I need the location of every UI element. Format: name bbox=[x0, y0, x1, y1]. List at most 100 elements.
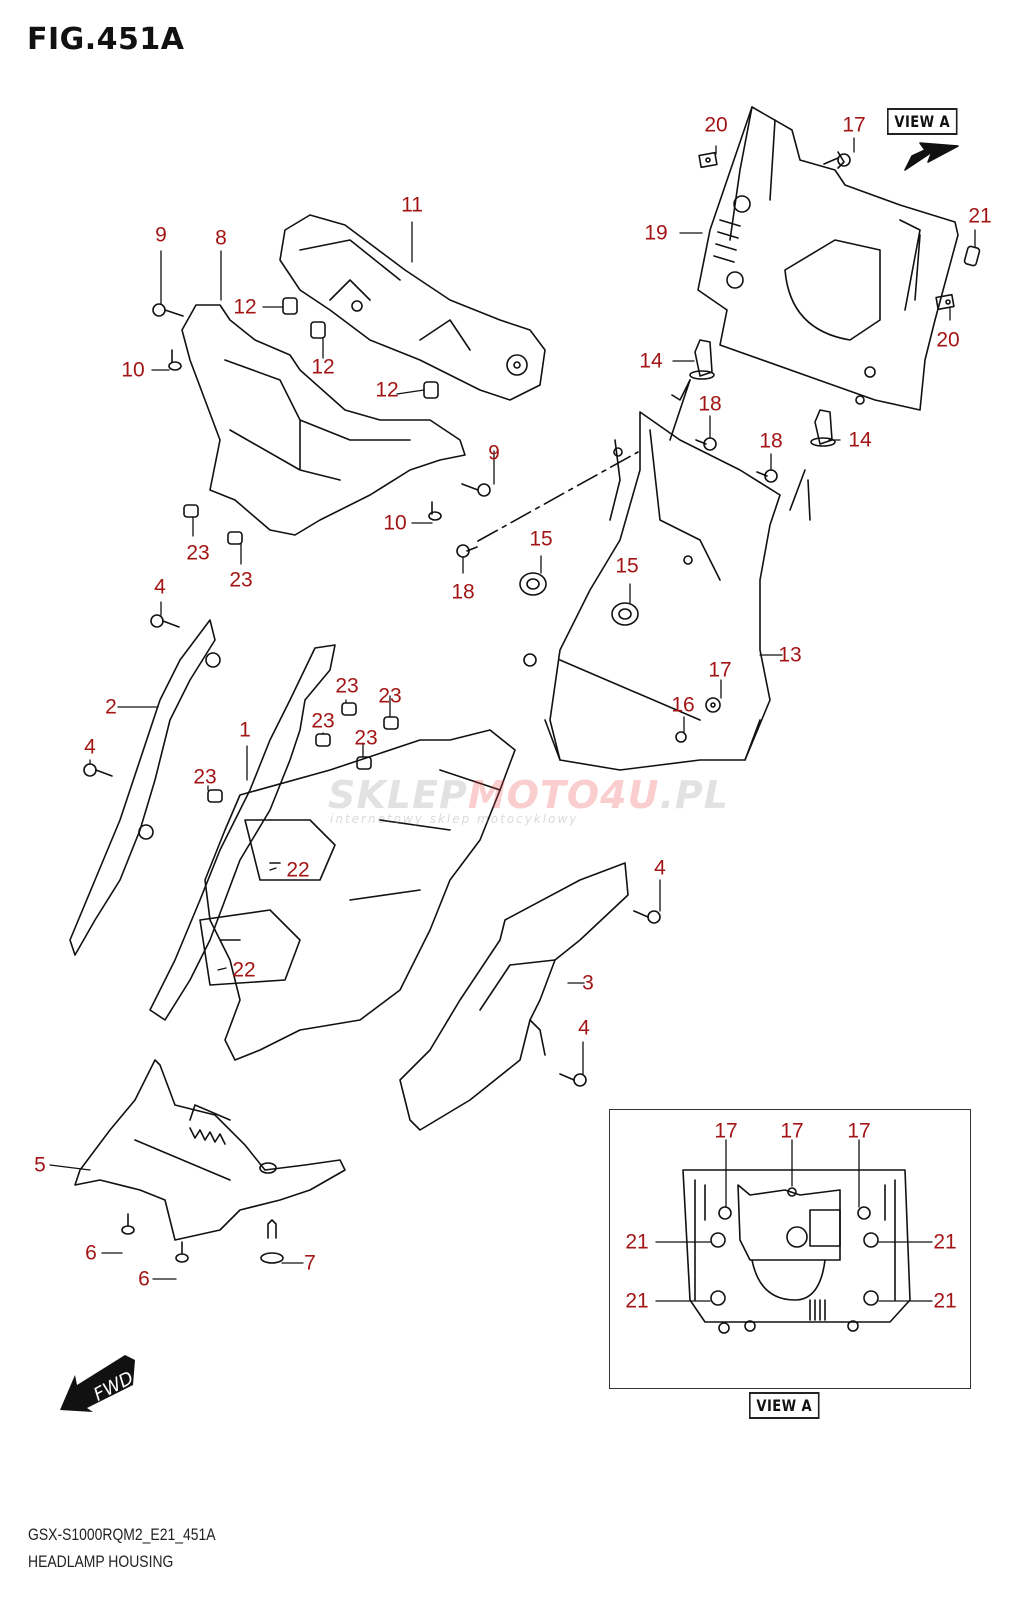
part-16-nut[interactable] bbox=[675, 731, 687, 743]
callout-8[interactable]: 8 bbox=[215, 226, 227, 250]
fwd-arrow-icon: FWD bbox=[60, 1355, 137, 1412]
callout-18[interactable]: 18 bbox=[759, 429, 783, 453]
callout-18[interactable]: 18 bbox=[451, 580, 475, 604]
part-10-pin-b[interactable] bbox=[428, 501, 442, 521]
part-12-clip-b[interactable] bbox=[310, 321, 326, 339]
part-14-pin-b[interactable] bbox=[810, 409, 836, 447]
callout-20[interactable]: 20 bbox=[704, 113, 728, 137]
part-15-grommet-b[interactable] bbox=[611, 602, 639, 626]
part-8-duct[interactable] bbox=[181, 304, 466, 536]
part-23-cap-b[interactable] bbox=[227, 531, 243, 545]
callout-9[interactable]: 9 bbox=[155, 223, 167, 247]
part-4-bolt-c[interactable] bbox=[633, 910, 661, 924]
callout-12[interactable]: 12 bbox=[375, 378, 399, 402]
part-23-cap-c[interactable] bbox=[207, 789, 223, 803]
callout-6[interactable]: 6 bbox=[138, 1267, 150, 1291]
callout-12[interactable]: 12 bbox=[311, 355, 335, 379]
inset-callout-21[interactable]: 21 bbox=[625, 1289, 649, 1313]
part-20-clip-upper[interactable] bbox=[698, 151, 718, 169]
inset-callout-21[interactable]: 21 bbox=[933, 1289, 957, 1313]
part-10-pin-a[interactable] bbox=[168, 349, 182, 371]
callout-4[interactable]: 4 bbox=[154, 575, 166, 599]
part-18-screw-c[interactable] bbox=[456, 544, 478, 558]
assembly-dashed-line bbox=[477, 451, 639, 542]
callout-4[interactable]: 4 bbox=[84, 735, 96, 759]
part-14-pin-a[interactable] bbox=[689, 339, 715, 380]
callout-1[interactable]: 1 bbox=[239, 718, 251, 742]
callout-23[interactable]: 23 bbox=[193, 765, 217, 789]
part-18-screw-a[interactable] bbox=[695, 437, 717, 451]
watermark-part2: MOTO4U bbox=[467, 773, 660, 817]
part-4-bolt-b[interactable] bbox=[83, 763, 113, 777]
callout-2[interactable]: 2 bbox=[105, 695, 117, 719]
callout-18[interactable]: 18 bbox=[698, 392, 722, 416]
callout-17[interactable]: 17 bbox=[842, 113, 866, 137]
part-23-cap-a[interactable] bbox=[183, 504, 199, 518]
part-23-cap-d[interactable] bbox=[315, 733, 331, 747]
inset-callout-21[interactable]: 21 bbox=[625, 1230, 649, 1254]
part-11-bracket[interactable] bbox=[279, 214, 546, 401]
part-21-nut[interactable] bbox=[963, 245, 981, 267]
figure-title: FIG.451A bbox=[27, 22, 185, 57]
part-6-screw-b[interactable] bbox=[175, 1241, 189, 1263]
callout-16[interactable]: 16 bbox=[671, 693, 695, 717]
callout-3[interactable]: 3 bbox=[582, 971, 594, 995]
callout-23[interactable]: 23 bbox=[186, 541, 210, 565]
inset-callout-17[interactable]: 17 bbox=[847, 1119, 871, 1143]
callout-9[interactable]: 9 bbox=[488, 441, 500, 465]
callout-23[interactable]: 23 bbox=[354, 726, 378, 750]
callout-13[interactable]: 13 bbox=[778, 643, 802, 667]
part-9-bolt-b[interactable] bbox=[461, 483, 491, 497]
callout-14[interactable]: 14 bbox=[639, 349, 663, 373]
part-23-cap-g[interactable] bbox=[383, 716, 399, 730]
inset-callout-17[interactable]: 17 bbox=[780, 1119, 804, 1143]
part-12-clip-a[interactable] bbox=[282, 297, 298, 315]
part-20-clip-lower[interactable] bbox=[935, 293, 955, 311]
part-12-clip-c[interactable] bbox=[423, 381, 439, 399]
inset-callout-21[interactable]: 21 bbox=[933, 1230, 957, 1254]
part-15-grommet-a[interactable] bbox=[519, 572, 547, 596]
part-4-bolt-a[interactable] bbox=[150, 614, 180, 628]
callout-12[interactable]: 12 bbox=[233, 295, 257, 319]
callout-14[interactable]: 14 bbox=[848, 428, 872, 452]
callout-21[interactable]: 21 bbox=[968, 204, 992, 228]
callout-19[interactable]: 19 bbox=[644, 221, 668, 245]
inset-callout-17[interactable]: 17 bbox=[714, 1119, 738, 1143]
callout-10[interactable]: 10 bbox=[121, 358, 145, 382]
part-13-frame[interactable] bbox=[523, 379, 811, 771]
view-direction-arrow bbox=[904, 142, 959, 171]
part-17-screw-frame[interactable] bbox=[705, 697, 721, 713]
callout-10[interactable]: 10 bbox=[383, 511, 407, 535]
part-7-pin[interactable] bbox=[260, 1219, 284, 1264]
part-3-cover[interactable] bbox=[399, 862, 629, 1131]
part-19-bracket[interactable] bbox=[697, 106, 959, 411]
callout-23[interactable]: 23 bbox=[378, 684, 402, 708]
callout-23[interactable]: 23 bbox=[229, 568, 253, 592]
callout-15[interactable]: 15 bbox=[615, 554, 639, 578]
part-4-bolt-d[interactable] bbox=[559, 1073, 587, 1087]
callout-15[interactable]: 15 bbox=[529, 527, 553, 551]
part-6-screw-a[interactable] bbox=[121, 1213, 135, 1235]
part-17-screw-upper[interactable] bbox=[823, 151, 851, 169]
part-18-screw-b[interactable] bbox=[756, 469, 778, 483]
callout-20[interactable]: 20 bbox=[936, 328, 960, 352]
callout-6[interactable]: 6 bbox=[85, 1241, 97, 1265]
callout-23[interactable]: 23 bbox=[335, 674, 359, 698]
callout-5[interactable]: 5 bbox=[34, 1153, 46, 1177]
callout-7[interactable]: 7 bbox=[304, 1251, 316, 1275]
part-1-housing[interactable] bbox=[149, 644, 516, 1061]
part-5-lower-bracket[interactable] bbox=[74, 1059, 346, 1241]
callout-22[interactable]: 22 bbox=[232, 958, 256, 982]
callout-4[interactable]: 4 bbox=[654, 856, 666, 880]
callout-23[interactable]: 23 bbox=[311, 709, 335, 733]
part-23-cap-e[interactable] bbox=[341, 702, 357, 716]
callout-22[interactable]: 22 bbox=[286, 858, 310, 882]
callout-17[interactable]: 17 bbox=[708, 658, 732, 682]
part-23-cap-f[interactable] bbox=[356, 756, 372, 770]
part-9-bolt-a[interactable] bbox=[152, 303, 184, 317]
part-2-strip[interactable] bbox=[69, 619, 221, 956]
view-a-label-inset: VIEW A bbox=[749, 1392, 820, 1419]
callout-11[interactable]: 11 bbox=[401, 193, 423, 217]
callout-4[interactable]: 4 bbox=[578, 1016, 590, 1040]
